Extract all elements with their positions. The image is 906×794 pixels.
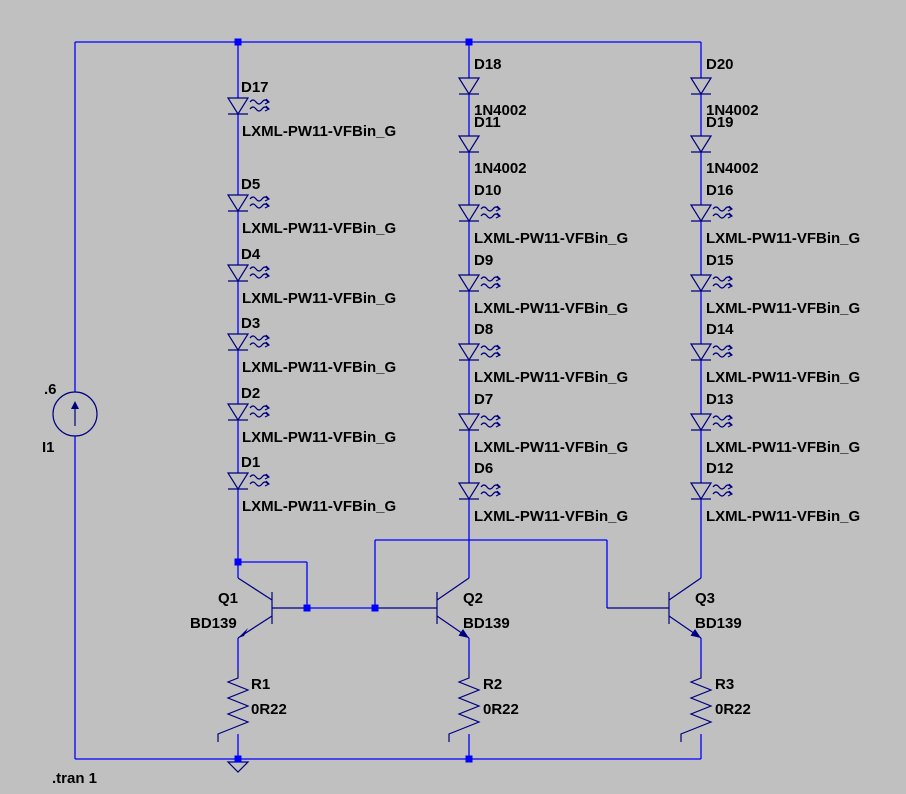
transistor-q3: [607, 577, 702, 639]
junction-dot: [465, 38, 473, 46]
transistor-ref-label: Q3: [695, 590, 715, 607]
source-value-label: .6: [44, 381, 57, 398]
junction-dot: [371, 604, 379, 612]
junction-dot: [303, 604, 311, 612]
diode-model-label: LXML-PW11-VFBin_G: [474, 439, 628, 456]
diode-ref-label: D6: [474, 460, 493, 477]
diode-model-label: LXML-PW11-VFBin_G: [242, 429, 396, 446]
labels: D17LXML-PW11-VFBin_GD5LXML-PW11-VFBin_GD…: [42, 56, 860, 787]
rectifier-d11: [457, 135, 481, 154]
transistor-model-label: BD139: [463, 615, 510, 632]
diode-ref-label: D2: [241, 385, 260, 402]
diode-model-label: 1N4002: [706, 102, 759, 119]
diode-model-label: LXML-PW11-VFBin_G: [242, 220, 396, 237]
junction-dot: [465, 755, 473, 763]
diode-model-label: LXML-PW11-VFBin_G: [474, 230, 628, 247]
resistor-ref-label: R1: [251, 676, 270, 693]
diode-ref-label: D3: [241, 315, 260, 332]
led-d5: [226, 194, 271, 213]
diode-model-label: LXML-PW11-VFBin_G: [474, 508, 628, 525]
current-source-i1: [52, 391, 98, 437]
diode-ref-label: D13: [706, 391, 734, 408]
diode-model-label: LXML-PW11-VFBin_G: [706, 439, 860, 456]
transistor-ref-label: Q1: [218, 590, 238, 607]
diode-model-label: LXML-PW11-VFBin_G: [706, 300, 860, 317]
diode-ref-label: D1: [241, 454, 260, 471]
wires: [74, 41, 702, 760]
diode-model-label: LXML-PW11-VFBin_G: [242, 359, 396, 376]
transistor-ref-label: Q2: [463, 590, 483, 607]
junction-dot: [234, 38, 242, 46]
diode-ref-label: D16: [706, 182, 734, 199]
resistor-value-label: 0R22: [715, 701, 751, 718]
diode-model-label: LXML-PW11-VFBin_G: [242, 498, 396, 515]
led-d1: [226, 472, 271, 491]
junction-dot: [234, 558, 242, 566]
led-d12: [689, 482, 734, 501]
diode-ref-label: D11: [474, 114, 501, 131]
diode-ref-label: D5: [241, 176, 260, 193]
resistor-r1: [217, 670, 250, 742]
led-d9: [457, 274, 502, 293]
diode-model-label: LXML-PW11-VFBin_G: [242, 123, 396, 140]
led-d10: [457, 204, 502, 223]
resistor-value-label: 0R22: [251, 701, 287, 718]
diode-ref-label: D8: [474, 321, 493, 338]
resistor-value-label: 0R22: [483, 701, 519, 718]
transistor-q1: [237, 577, 307, 639]
rectifier-d19: [689, 135, 713, 154]
led-d2: [226, 403, 271, 422]
led-d7: [457, 413, 502, 432]
diode-model-label: 1N4002: [474, 102, 527, 119]
led-d14: [689, 343, 734, 362]
transistor-model-label: BD139: [190, 615, 237, 632]
diode-ref-label: D20: [706, 56, 734, 73]
led-d4: [226, 264, 271, 283]
diode-ref-label: D7: [474, 391, 493, 408]
diode-model-label: 1N4002: [706, 160, 759, 177]
diode-ref-label: D4: [241, 246, 261, 263]
rectifier-d20: [689, 77, 713, 96]
diode-ref-label: D14: [706, 321, 734, 338]
source-ref-label: I1: [42, 439, 55, 456]
diode-model-label: LXML-PW11-VFBin_G: [474, 369, 628, 386]
spice-directive-label: .tran 1: [52, 770, 97, 787]
led-d15: [689, 274, 734, 293]
led-d3: [226, 333, 271, 352]
diode-ref-label: D19: [706, 114, 734, 131]
led-d16: [689, 204, 734, 223]
diode-model-label: 1N4002: [474, 160, 527, 177]
ground-symbol: [226, 761, 250, 773]
resistor-ref-label: R3: [715, 676, 734, 693]
diode-ref-label: D9: [474, 252, 493, 269]
resistor-ref-label: R2: [483, 676, 502, 693]
diode-ref-label: D10: [474, 182, 502, 199]
rectifier-d18: [457, 77, 481, 96]
resistor-r3: [680, 670, 713, 742]
diode-ref-label: D15: [706, 252, 734, 269]
transistor-q2: [375, 577, 470, 639]
junction-dots: [234, 38, 473, 763]
diode-model-label: LXML-PW11-VFBin_G: [706, 369, 860, 386]
led-d6: [457, 482, 502, 501]
led-d8: [457, 343, 502, 362]
diode-ref-label: D12: [706, 460, 734, 477]
diode-model-label: LXML-PW11-VFBin_G: [706, 230, 860, 247]
diode-ref-label: D17: [241, 79, 269, 96]
diode-model-label: LXML-PW11-VFBin_G: [242, 290, 396, 307]
resistor-r2: [448, 670, 481, 742]
junction-dot: [234, 755, 242, 763]
diode-model-label: LXML-PW11-VFBin_G: [706, 508, 860, 525]
transistor-model-label: BD139: [695, 615, 742, 632]
led-d13: [689, 413, 734, 432]
components: [52, 77, 734, 773]
led-d17: [226, 97, 271, 116]
diode-ref-label: D18: [474, 56, 502, 73]
diode-model-label: LXML-PW11-VFBin_G: [474, 300, 628, 317]
